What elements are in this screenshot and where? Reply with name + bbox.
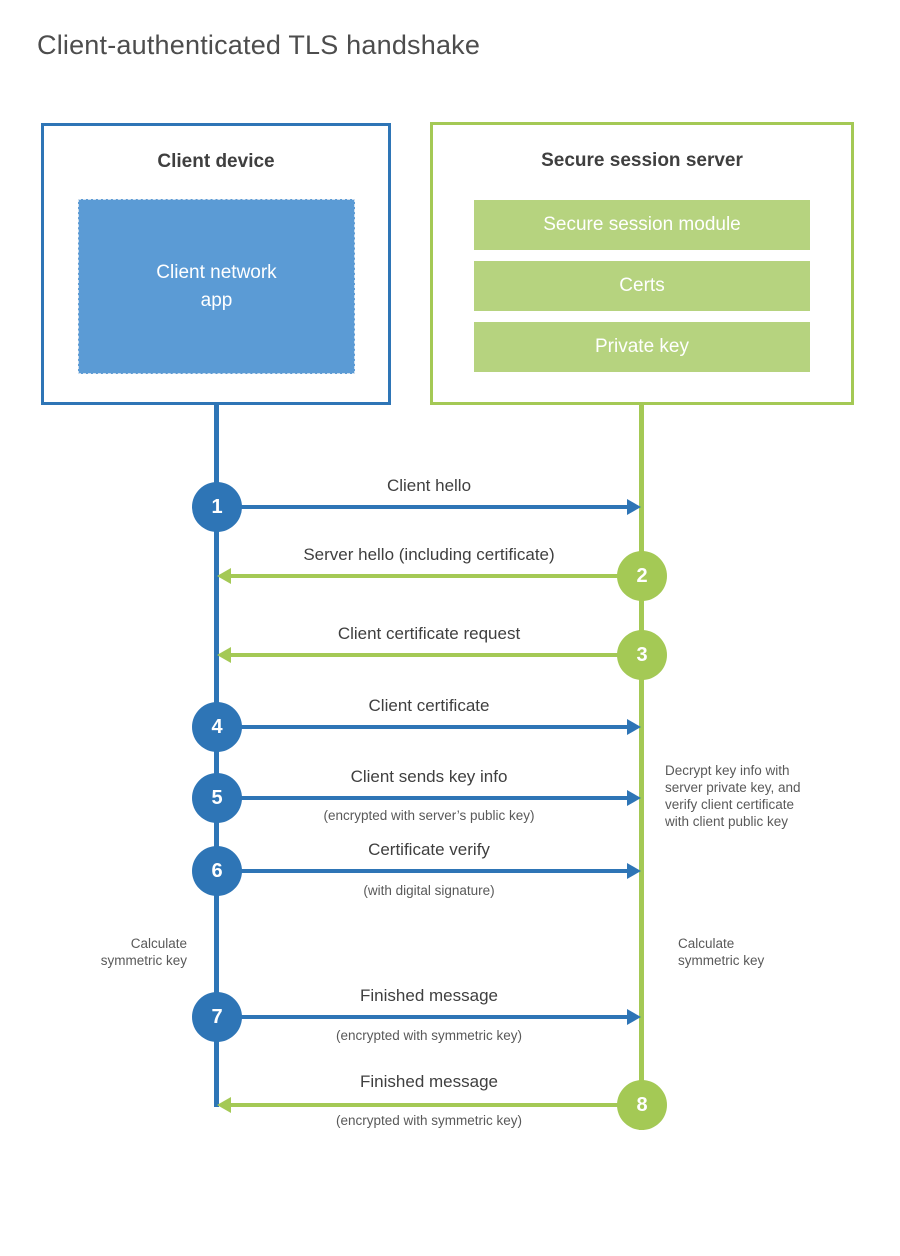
arrow-right-icon: [627, 790, 641, 806]
arrow-left-icon: [217, 647, 231, 663]
step-label: Finished message: [360, 1072, 498, 1091]
step-label: Client hello: [386, 476, 472, 495]
arrow-left-icon: [217, 1097, 231, 1113]
step-label: Client certificate: [368, 696, 490, 715]
step-number-badge: 2: [617, 551, 667, 601]
arrow-line: [230, 653, 641, 657]
step-label: Client certificate request: [337, 624, 521, 643]
step-sublabel: (encrypted with server’s public key): [323, 808, 535, 823]
arrow-line: [217, 1015, 628, 1019]
client-device-title: Client device: [157, 151, 275, 172]
step-sublabel: (with digital signature): [363, 883, 495, 898]
client-network-app-box: Client network app: [78, 199, 355, 374]
arrow-line: [230, 1103, 641, 1107]
step-number-badge: 7: [192, 992, 242, 1042]
arrow-right-icon: [627, 1009, 641, 1025]
step-number-badge: 5: [192, 773, 242, 823]
step-label: Server hello (including certificate): [303, 545, 555, 564]
certs-bar: Certs: [474, 261, 810, 311]
arrow-line: [217, 796, 628, 800]
server-decrypt-note: Decrypt key info with server private key…: [665, 763, 801, 829]
step-label: Certificate verify: [368, 840, 490, 859]
arrow-line: [217, 505, 628, 509]
page-title: Client-authenticated TLS handshake: [37, 30, 481, 60]
arrow-left-icon: [217, 568, 231, 584]
step-label: Finished message: [360, 986, 498, 1005]
step-sublabel: (encrypted with symmetric key): [335, 1113, 523, 1128]
arrow-right-icon: [627, 499, 641, 515]
client-lifeline: [214, 404, 219, 1107]
step-number-badge: 3: [617, 630, 667, 680]
arrow-line: [230, 574, 641, 578]
client-calculate-key-note: Calculate symmetric key: [100, 936, 187, 968]
arrow-line: [217, 869, 628, 873]
arrow-right-icon: [627, 719, 641, 735]
secure-session-module-bar: Secure session module: [474, 200, 810, 250]
server-lifeline: [639, 404, 644, 1130]
step-number-badge: 4: [192, 702, 242, 752]
secure-session-server-title: Secure session server: [541, 150, 743, 171]
arrow-right-icon: [627, 863, 641, 879]
step-sublabel: (encrypted with symmetric key): [335, 1028, 523, 1043]
step-number-badge: 1: [192, 482, 242, 532]
step-number-badge: 6: [192, 846, 242, 896]
step-number-badge: 8: [617, 1080, 667, 1130]
step-label: Client sends key info: [350, 767, 508, 786]
private-key-bar: Private key: [474, 322, 810, 372]
arrow-line: [217, 725, 628, 729]
server-calculate-key-note: Calculate symmetric key: [678, 936, 765, 968]
